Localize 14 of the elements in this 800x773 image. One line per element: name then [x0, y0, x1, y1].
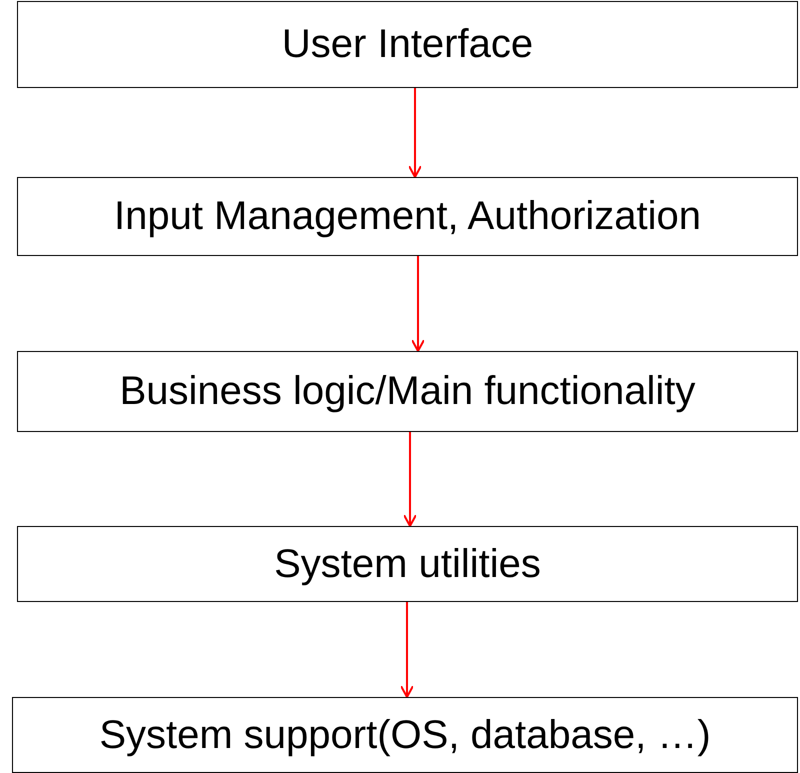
layer-label: Business logic/Main functionality: [120, 369, 696, 414]
arrow: [411, 256, 425, 352]
arrow: [400, 602, 414, 698]
layer-label: User Interface: [282, 22, 534, 67]
layer-label: System utilities: [274, 542, 541, 586]
arrow: [408, 88, 422, 178]
layer-box: [17, 351, 798, 432]
layer-box: [12, 697, 798, 773]
layer-box: [17, 1, 798, 88]
layer-box: [17, 526, 798, 602]
layer-label: Input Management, Authorization: [114, 194, 702, 239]
layer-box: [17, 177, 798, 256]
layer-label: System support(OS, database, …): [99, 712, 711, 758]
arrow: [403, 432, 417, 527]
